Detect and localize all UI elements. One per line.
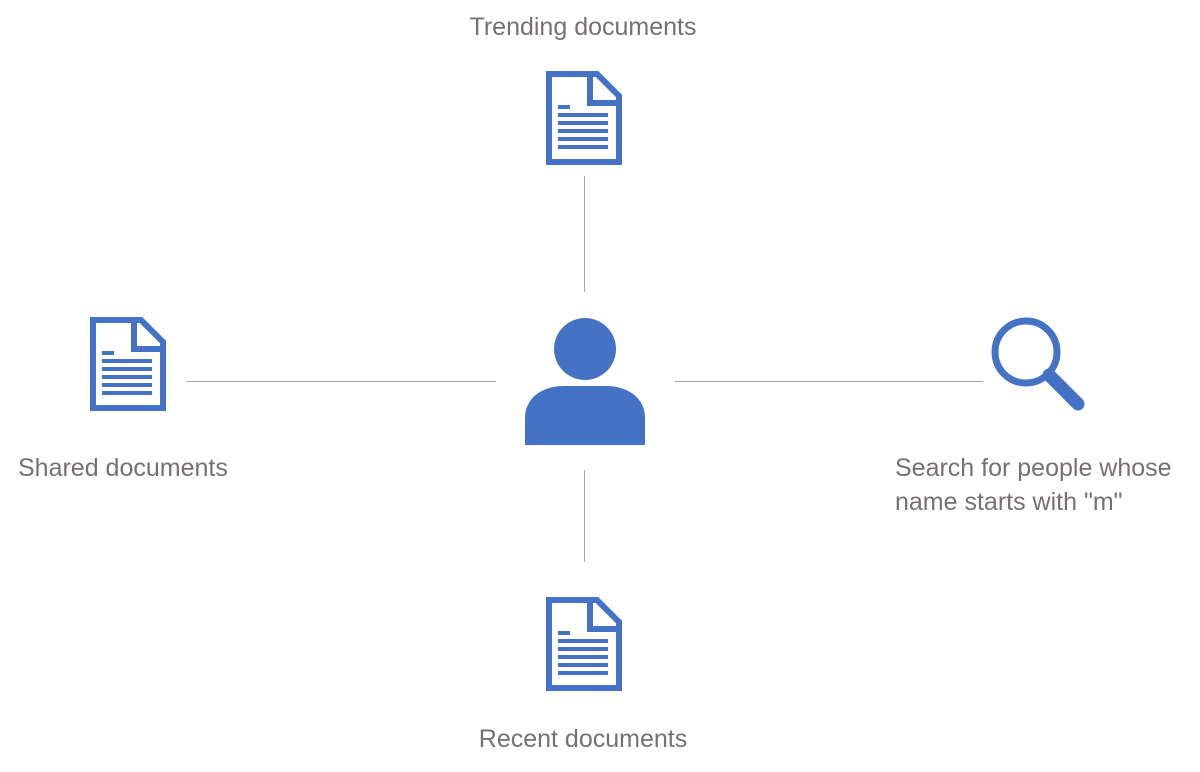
shared-document-icon — [90, 317, 166, 411]
search-people-label: Search for people whose name starts with… — [895, 451, 1172, 519]
search-icon — [991, 317, 1085, 411]
recent-document-icon — [546, 597, 622, 691]
trending-documents-label: Trending documents — [469, 13, 697, 41]
recent-documents-label: Recent documents — [478, 725, 688, 753]
connector-bottom — [584, 470, 585, 562]
search-people-label-line-1: Search for people whose — [895, 454, 1172, 482]
connector-left — [186, 381, 496, 382]
connector-right — [675, 381, 983, 382]
person-icon — [525, 318, 645, 445]
connector-top — [584, 176, 585, 292]
search-people-label-line-2: name starts with "m" — [895, 488, 1123, 516]
trending-document-icon — [546, 71, 622, 165]
shared-documents-label: Shared documents — [18, 454, 228, 482]
